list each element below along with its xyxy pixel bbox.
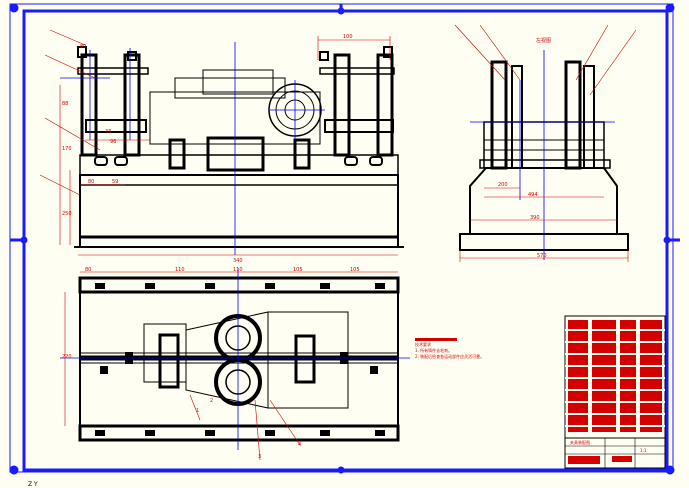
top-dim-left: 220 xyxy=(62,354,72,360)
title-scale: 1:1 xyxy=(640,448,647,453)
note-line-1: 1. 所有铸件去毛刺。 xyxy=(415,347,452,353)
side-dim-1: 494 xyxy=(528,192,538,198)
side-view-centerlines xyxy=(470,50,615,260)
drawing-frame xyxy=(9,3,680,475)
front-dim-top-left: 80 xyxy=(80,44,86,50)
top-callout-4: 4 xyxy=(298,442,301,448)
side-dim-0: 200 xyxy=(498,182,508,188)
front-dim-overall-width: 340 xyxy=(233,258,243,264)
side-view-dimensions xyxy=(454,24,637,262)
top-dim-4: 105 xyxy=(350,267,360,273)
front-dim-5: 170 xyxy=(62,146,72,152)
title-drawing-name: 夹具装配图 xyxy=(570,439,590,445)
top-callout-1: 1 xyxy=(196,408,199,414)
top-callout-2: 2 xyxy=(210,398,213,404)
top-view-centerlines xyxy=(60,268,410,450)
side-view-title: 左视图 xyxy=(536,37,551,44)
note-line-2: 2. 装配后检查各运动部件应灵活可靠。 xyxy=(415,353,484,359)
bottom-corner-text: Z Y xyxy=(28,481,38,488)
top-view xyxy=(78,276,400,442)
front-dim-2: 80 xyxy=(88,179,94,185)
title-block: 夹具装配图 1:1 xyxy=(564,315,666,469)
side-view xyxy=(459,60,629,251)
top-callout-3: 3 xyxy=(258,454,261,460)
top-dim-0: 80 xyxy=(85,267,91,273)
side-dim-2: 390 xyxy=(530,215,540,221)
front-view-centerlines xyxy=(60,42,325,255)
front-dim-4: 88 xyxy=(62,101,68,107)
side-view-labels: 左视图 200 494 390 570 xyxy=(498,37,551,259)
top-dim-1: 110 xyxy=(175,267,185,273)
top-view-labels: 80 110 110 105 105 220 1 2 3 4 xyxy=(62,267,360,460)
front-view-dim-labels: 100 80 340 96 43 80 59 88 170 250 xyxy=(62,34,353,264)
technical-notes: 技术要求 1. 所有铸件去毛刺。 2. 装配后检查各运动部件应灵活可靠。 xyxy=(415,338,484,359)
front-view xyxy=(74,46,404,248)
top-dim-2: 110 xyxy=(233,267,243,273)
side-dim-3: 570 xyxy=(537,253,547,259)
front-dim-0: 96 xyxy=(110,139,116,145)
note-heading: 技术要求 xyxy=(415,341,431,347)
top-dim-3: 105 xyxy=(293,267,303,273)
front-dim-1: 43 xyxy=(105,129,111,135)
front-dim-top-right: 100 xyxy=(343,34,353,40)
top-view-dimensions xyxy=(64,271,398,461)
front-dim-3: 59 xyxy=(112,179,118,185)
front-dim-6: 250 xyxy=(62,211,72,217)
front-view-dimensions xyxy=(39,29,398,256)
